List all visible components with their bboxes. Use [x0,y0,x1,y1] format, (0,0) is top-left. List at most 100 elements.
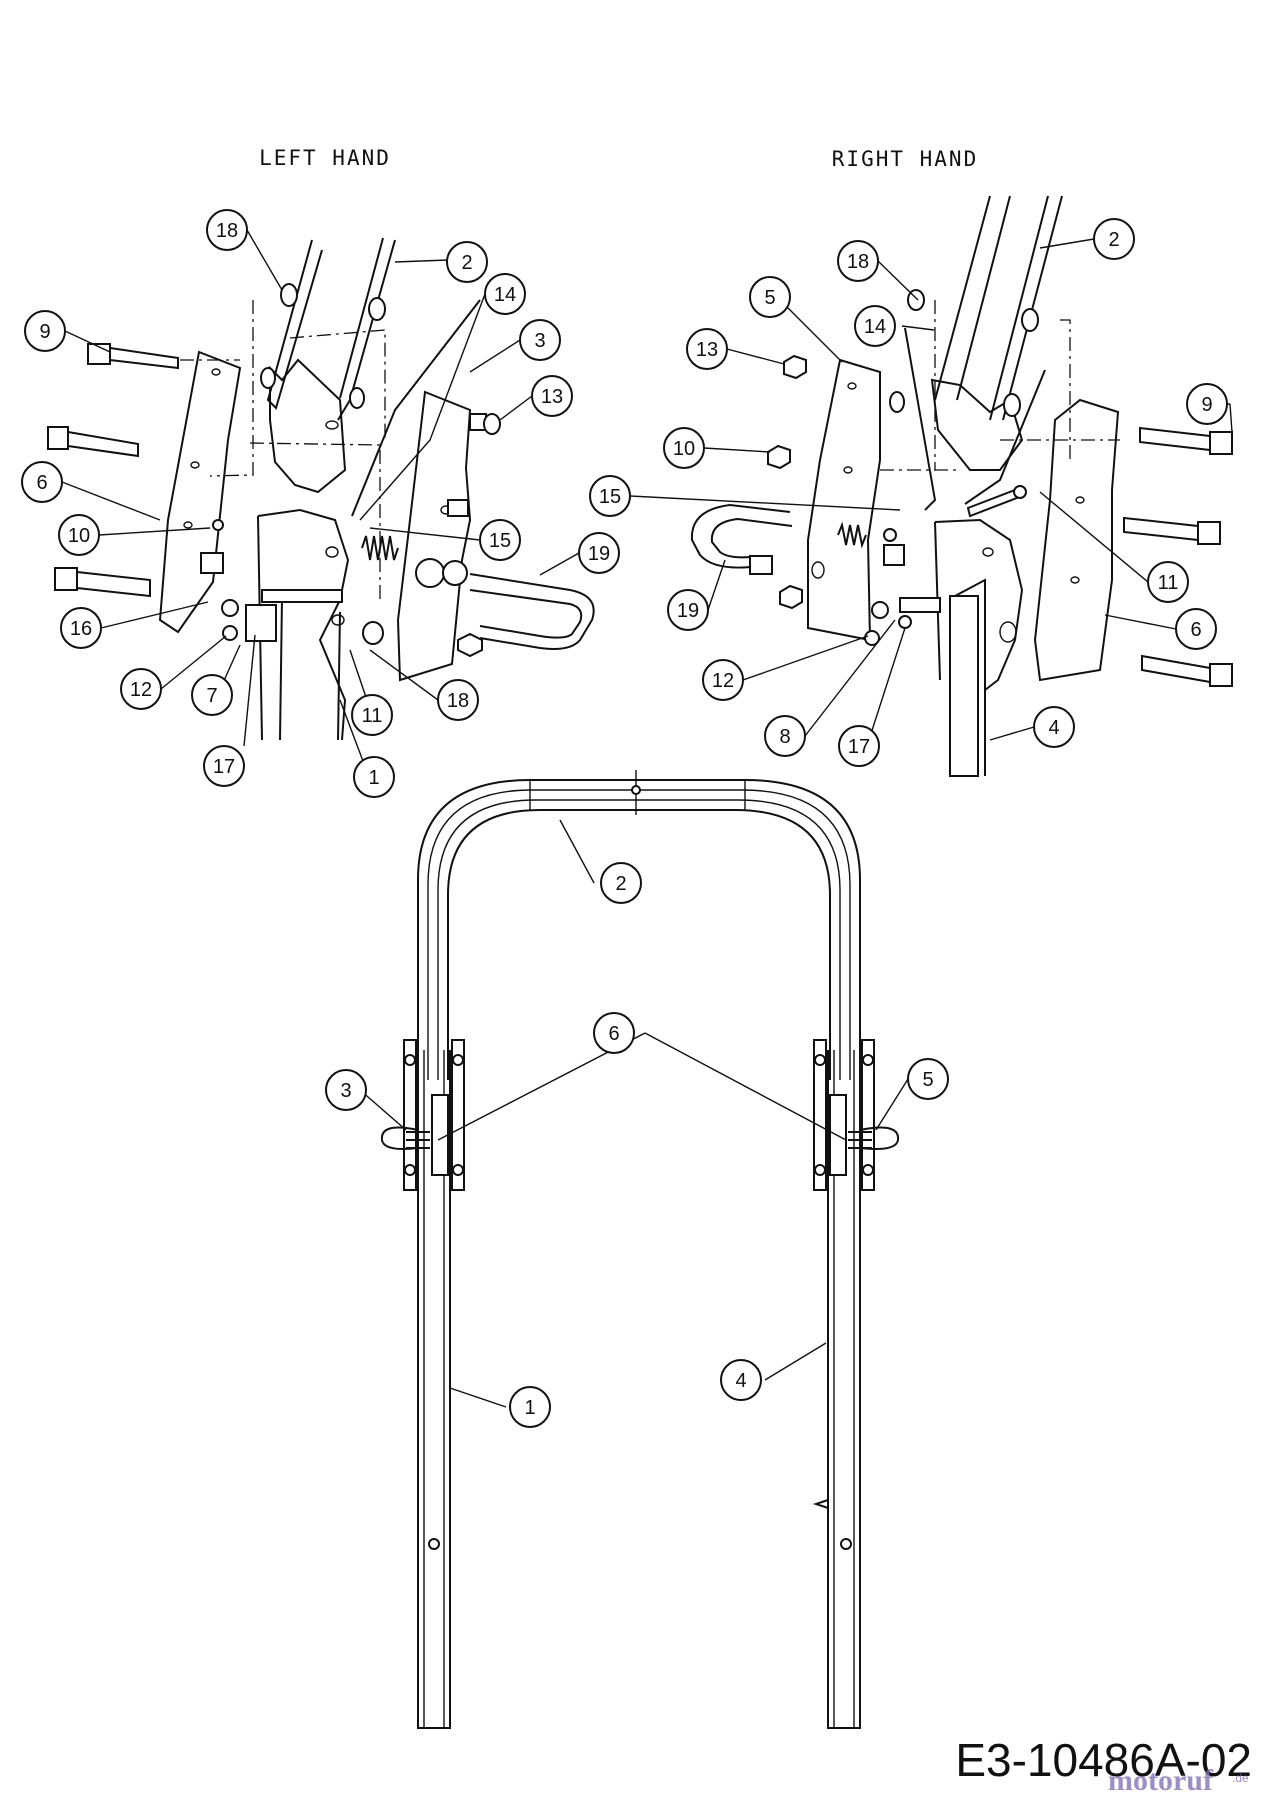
svg-text:16: 16 [70,618,92,640]
svg-text:6: 6 [608,1023,619,1045]
callout-assembly-3: 3 [325,1069,367,1111]
left-plate-6 [158,350,242,634]
left-clamp-plate [269,358,347,494]
callout-left-11: 11 [351,694,393,736]
left-hand-heading: LEFT HAND [259,146,391,170]
callout-right-13: 13 [686,328,728,370]
callout-left-14: 14 [484,273,526,315]
callout-right-2: 2 [1093,218,1135,260]
svg-text:19: 19 [677,600,699,622]
right-hand-exploded-view [690,195,1233,777]
handle-assembly-view [380,770,900,1729]
callout-assembly-4: 4 [720,1359,762,1401]
watermark-logo: motoruf .de [1108,1764,1249,1797]
svg-text:15: 15 [489,530,511,552]
left-plate-3 [396,390,472,682]
callout-left-18a: 18 [206,209,248,251]
svg-text:17: 17 [213,756,235,778]
right-upper-handle-tube [934,195,991,401]
svg-text:3: 3 [534,330,545,352]
svg-text:6: 6 [1190,619,1201,641]
callout-right-5: 5 [749,276,791,318]
callout-left-9: 9 [24,310,66,352]
svg-text:11: 11 [1158,572,1179,594]
callout-left-16: 16 [60,607,102,649]
svg-text:19: 19 [588,543,610,565]
svg-text:18: 18 [847,251,869,273]
svg-text:12: 12 [712,670,734,692]
leader-lines [61,229,1233,1408]
svg-text:3: 3 [340,1080,351,1102]
callout-left-18b: 18 [437,679,479,721]
svg-text:11: 11 [362,705,383,727]
svg-text:1: 1 [524,1397,535,1419]
callout-assembly-5: 5 [907,1058,949,1100]
callout-right-6: 6 [1175,608,1217,650]
callout-right-17: 17 [838,725,880,767]
right-plate-6 [1033,398,1120,682]
callout-left-15: 15 [479,519,521,561]
svg-text:1: 1 [368,767,379,789]
left-hand-exploded-view [47,237,595,741]
svg-text:4: 4 [1048,717,1059,739]
svg-text:8: 8 [779,726,790,748]
callout-left-12: 12 [120,668,162,710]
svg-text:14: 14 [494,284,516,306]
svg-text:6: 6 [36,472,47,494]
callout-assembly-1: 1 [509,1386,551,1428]
callout-left-1: 1 [353,756,395,798]
svg-text:7: 7 [206,685,217,707]
svg-text:13: 13 [696,339,718,361]
upper-handle-arch [417,779,861,1080]
callout-right-8: 8 [764,715,806,757]
callout-left-7: 7 [191,674,233,716]
callout-left-6: 6 [21,461,63,503]
callout-right-4: 4 [1033,706,1075,748]
left-upper-handle-tube [266,239,323,410]
watermark-suffix: .de [1232,1771,1249,1785]
svg-text:2: 2 [615,873,626,895]
svg-text:10: 10 [68,525,90,547]
svg-text:12: 12 [130,679,152,701]
left-bracket [257,508,350,741]
right-hand-heading: RIGHT HAND [832,147,978,171]
svg-text:9: 9 [39,321,50,343]
svg-text:18: 18 [216,220,238,242]
callout-right-14: 14 [854,305,896,347]
callout-left-2: 2 [446,241,488,283]
svg-text:14: 14 [864,316,886,338]
svg-text:17: 17 [848,736,870,758]
callout-right-19: 19 [667,589,709,631]
svg-text:4: 4 [735,1370,746,1392]
watermark-text: motoruf [1108,1764,1214,1797]
right-lower-tube [827,1050,861,1729]
callout-left-13: 13 [531,375,573,417]
svg-text:9: 9 [1201,394,1212,416]
left-clip-14 [351,299,481,517]
svg-text:5: 5 [764,287,775,309]
left-spring [361,535,399,561]
right-u-pin [690,503,791,569]
callout-right-18: 18 [837,240,879,282]
callout-right-12: 12 [702,659,744,701]
right-plate-5 [807,358,881,642]
callout-right-10: 10 [663,427,705,469]
svg-text:15: 15 [599,486,621,508]
callout-left-3: 3 [519,319,561,361]
svg-text:2: 2 [461,252,472,274]
left-block-16 [200,552,224,574]
callout-right-11: 11 [1147,561,1189,603]
svg-text:5: 5 [922,1069,933,1091]
right-bracket [934,518,1024,691]
left-bolts [47,343,179,598]
svg-text:18: 18 [447,690,469,712]
callout-left-19: 19 [578,532,620,574]
callout-assembly-6: 6 [593,1012,635,1054]
left-u-pin [469,573,595,650]
callout-left-17: 17 [203,745,245,787]
svg-text:10: 10 [673,438,695,460]
callout-bubbles: 18 2 14 9 3 13 6 10 15 19 16 12 7 11 18 … [21,209,1228,1428]
left-lower-tube [417,1050,451,1729]
callout-left-10: 10 [58,514,100,556]
